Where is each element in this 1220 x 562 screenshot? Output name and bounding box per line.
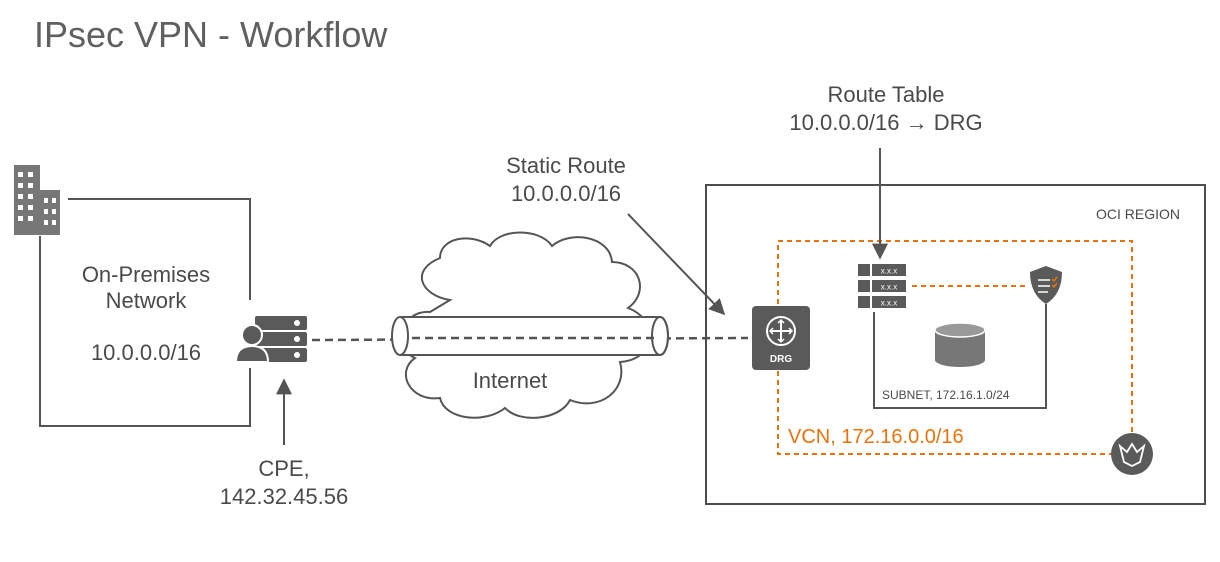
route-entry-3: x.x.x [881, 299, 897, 308]
on-premises-name-line2: Network [105, 288, 187, 313]
cpe-label-line1: CPE, [258, 456, 310, 481]
route-entry-2: x.x.x [881, 283, 897, 292]
route-entry-1: x.x.x [881, 267, 897, 276]
route-table-label-line2: 10.0.0.0/16 → DRG [789, 110, 983, 135]
vcn-label: VCN, 172.16.0.0/16 [788, 426, 964, 448]
route-table-icon [858, 264, 906, 308]
vpn-dashed-line [311, 336, 749, 342]
tunnel-icon [391, 316, 669, 356]
static-route-label-line2: 10.0.0.0/16 [510, 181, 622, 206]
page-title: IPsec VPN - Workflow [34, 14, 388, 55]
on-premises-boundary-lower [39, 236, 251, 427]
static-route-arrow [627, 213, 726, 316]
subnet-label: SUBNET, 172.16.1.0/24 [882, 388, 1010, 402]
static-route-label-line1: Static Route [506, 153, 626, 178]
database-icon [934, 322, 986, 367]
oci-region-boundary [705, 184, 1206, 505]
security-list-icon [1030, 266, 1062, 304]
building-icon [14, 165, 60, 235]
cpe-label-line2: 142.32.45.56 [219, 484, 349, 509]
cpe-server-icon [234, 316, 307, 363]
route-table-label-line1: Route Table [827, 82, 945, 107]
on-premises-cidr: 10.0.0.0/16 [90, 340, 202, 365]
on-premises-name-line1: On-Premises [81, 262, 211, 287]
internet-label: Internet [472, 368, 548, 393]
internet-gateway-icon [1111, 433, 1153, 475]
subnet-boundary [873, 304, 1047, 409]
drg-icon [752, 306, 810, 370]
oci-region-label: OCI REGION [1096, 206, 1181, 222]
on-premises-boundary [68, 198, 251, 300]
drg-label: DRG [770, 354, 792, 365]
